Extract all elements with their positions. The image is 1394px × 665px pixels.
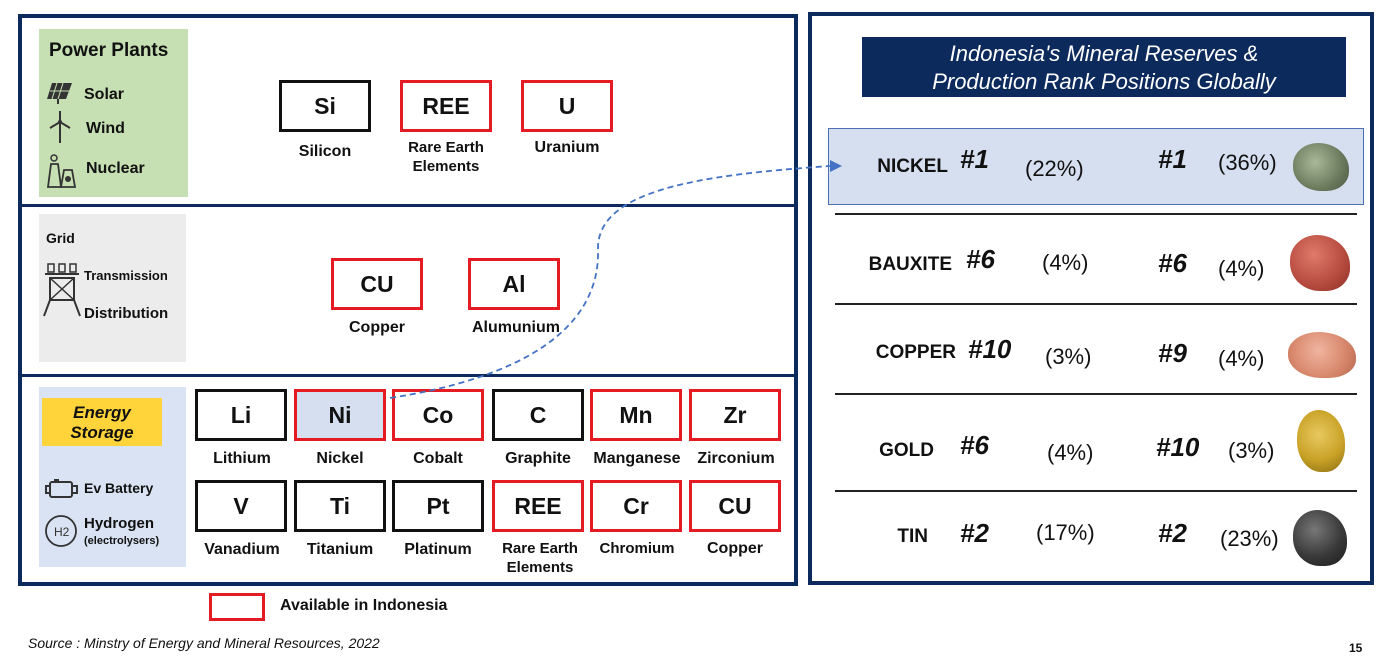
reserve-pct-copper: (3%) bbox=[1045, 344, 1092, 369]
row-divider bbox=[835, 213, 1357, 215]
section-divider bbox=[22, 374, 794, 377]
ranking-title-line2: Production Rank Positions Globally bbox=[932, 69, 1276, 94]
element-label-uranium: Uranium bbox=[534, 139, 600, 156]
gold-ore-image bbox=[1297, 410, 1345, 472]
bauxite-ore-image bbox=[1290, 235, 1350, 291]
ev-battery-icon bbox=[45, 479, 78, 498]
reserve-rank-copper: #10 bbox=[968, 334, 1012, 364]
element-label-copper: Copper bbox=[349, 319, 405, 336]
row-divider bbox=[835, 490, 1357, 492]
element-cu-storage: CU bbox=[689, 480, 781, 532]
nickel-row-highlight bbox=[828, 128, 1364, 205]
reserve-pct-bauxite: (4%) bbox=[1042, 250, 1089, 275]
production-pct-copper: (4%) bbox=[1218, 346, 1265, 371]
element-al: Al bbox=[468, 258, 560, 310]
element-co: Co bbox=[392, 389, 484, 441]
row-divider bbox=[835, 303, 1357, 305]
nuclear-label: Nuclear bbox=[86, 160, 145, 177]
energy-storage-title: Energy Storage bbox=[42, 398, 162, 446]
ev-battery-label: Ev Battery bbox=[84, 480, 154, 496]
element-cu: CU bbox=[331, 258, 423, 310]
tin-ore-image bbox=[1293, 510, 1347, 566]
production-rank-nickel: #1 bbox=[1158, 144, 1187, 174]
element-label-manganese: Manganese bbox=[593, 450, 681, 467]
mineral-name-gold: GOLD bbox=[879, 440, 934, 461]
element-zr: Zr bbox=[689, 389, 781, 441]
transmission-tower-icon bbox=[43, 263, 81, 317]
transmission-label: Transmission bbox=[84, 268, 168, 283]
element-ree-storage: REE bbox=[492, 480, 584, 532]
reserve-rank-tin: #2 bbox=[960, 518, 989, 548]
element-label-titanium: Titanium bbox=[306, 541, 374, 558]
hydrogen-icon: H2 bbox=[45, 515, 77, 547]
nuclear-plant-icon bbox=[46, 154, 77, 188]
element-label-vanadium: Vanadium bbox=[204, 541, 280, 558]
mineral-name-copper: COPPER bbox=[875, 342, 956, 363]
wind-turbine-icon bbox=[49, 111, 71, 143]
production-rank-gold: #10 bbox=[1156, 432, 1200, 462]
element-label-nickel: Nickel bbox=[316, 450, 364, 467]
element-label-cobalt: Cobalt bbox=[413, 450, 463, 467]
source-note: Source : Minstry of Energy and Mineral R… bbox=[28, 635, 380, 651]
mineral-name-nickel: NICKEL bbox=[877, 156, 948, 177]
hydrogen-label: Hydrogen bbox=[84, 515, 155, 532]
ranking-title-line1: Indonesia's Mineral Reserves & bbox=[949, 41, 1259, 66]
reserve-pct-nickel: (22%) bbox=[1025, 156, 1084, 181]
element-label-graphite: Graphite bbox=[505, 450, 571, 467]
element-cr: Cr bbox=[590, 480, 682, 532]
legend-label: Available in Indonesia bbox=[280, 597, 448, 614]
element-v: V bbox=[195, 480, 287, 532]
production-rank-bauxite: #6 bbox=[1158, 248, 1187, 278]
element-label-rare-earth-storage: Rare Earth Elements bbox=[502, 540, 578, 576]
element-ni: Ni bbox=[294, 389, 386, 441]
reserve-pct-tin: (17%) bbox=[1036, 520, 1095, 545]
element-label-chromium: Chromium bbox=[599, 540, 675, 557]
element-label-aluminium: Alumunium bbox=[472, 319, 560, 336]
element-ti: Ti bbox=[294, 480, 386, 532]
power-plants-title: Power Plants bbox=[49, 40, 169, 61]
element-label-silicon: Silicon bbox=[298, 143, 352, 160]
element-label-lithium: Lithium bbox=[213, 450, 271, 467]
legend-swatch bbox=[209, 593, 265, 621]
production-pct-bauxite: (4%) bbox=[1218, 256, 1265, 281]
page-number: 15 bbox=[1349, 641, 1363, 655]
reserve-rank-bauxite: #6 bbox=[966, 244, 995, 274]
power-plants-box bbox=[39, 29, 188, 197]
distribution-label: Distribution bbox=[84, 305, 169, 322]
ranking-title: Indonesia's Mineral Reserves & Productio… bbox=[862, 37, 1346, 97]
section-divider bbox=[22, 204, 794, 207]
grid-title: Grid bbox=[46, 230, 75, 246]
row-divider bbox=[835, 393, 1357, 395]
element-pt: Pt bbox=[392, 480, 484, 532]
production-rank-tin: #2 bbox=[1158, 518, 1187, 548]
electrolysers-label: (electrolysers) bbox=[84, 535, 160, 547]
solar-label: Solar bbox=[84, 86, 125, 103]
hydrogen-symbol: H2 bbox=[54, 525, 70, 539]
ranking-panel bbox=[808, 12, 1374, 585]
element-c: C bbox=[492, 389, 584, 441]
reserve-pct-gold: (4%) bbox=[1047, 440, 1094, 465]
element-ree: REE bbox=[400, 80, 492, 132]
element-mn: Mn bbox=[590, 389, 682, 441]
reserve-rank-nickel: #1 bbox=[960, 144, 989, 174]
reserve-rank-gold: #6 bbox=[960, 430, 989, 460]
element-label-platinum: Platinum bbox=[404, 541, 472, 558]
mineral-name-tin: TIN bbox=[897, 526, 928, 547]
production-pct-nickel: (36%) bbox=[1218, 150, 1277, 175]
mineral-name-bauxite: BAUXITE bbox=[868, 254, 952, 275]
element-li: Li bbox=[195, 389, 287, 441]
element-label-zirconium: Zirconium bbox=[697, 450, 775, 467]
production-rank-copper: #9 bbox=[1158, 338, 1187, 368]
production-pct-tin: (23%) bbox=[1220, 526, 1279, 551]
production-pct-gold: (3%) bbox=[1228, 438, 1275, 463]
element-u: U bbox=[521, 80, 613, 132]
wind-label: Wind bbox=[86, 120, 125, 137]
nickel-ore-image bbox=[1293, 143, 1349, 191]
element-si: Si bbox=[279, 80, 371, 132]
solar-panel-icon bbox=[47, 82, 72, 104]
copper-ore-image bbox=[1288, 332, 1356, 378]
element-label-copper-storage: Copper bbox=[707, 540, 763, 557]
element-label-rare-earth: Rare Earth Elements bbox=[408, 139, 484, 175]
